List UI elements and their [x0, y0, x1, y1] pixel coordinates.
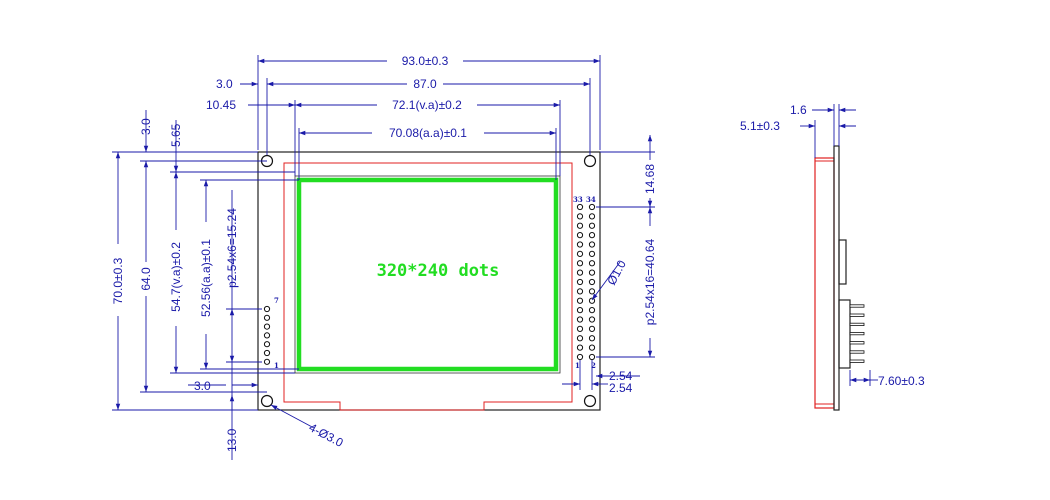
right-pin-hole: [588, 222, 596, 229]
dim-pitch-left: p2.54x6=15.24: [225, 208, 239, 288]
right-pin-hole: [588, 269, 596, 276]
front-view: 320*240 dots 7 1 33 34 1 2: [257, 151, 601, 411]
dim-aa-height: 52.56(a.a)±0.1: [199, 239, 213, 317]
right-pin-hole: [576, 241, 584, 248]
pin-label-2-right: 2: [591, 361, 596, 370]
right-pin-hole: [576, 278, 584, 286]
viewing-area-outline: [294, 175, 561, 374]
right-pin-hole: [588, 213, 596, 220]
right-pin-hole: [588, 297, 596, 304]
side-pin: [849, 322, 865, 327]
bezel-outline: [283, 162, 573, 411]
right-pin-hole: [588, 344, 596, 351]
right-pin-hole: [588, 203, 596, 211]
dim-side-thickness: 1.6: [790, 103, 807, 117]
left-pin-hole: [263, 305, 271, 313]
right-pin-hole: [576, 213, 584, 220]
pin-label-1-right: 1: [575, 361, 580, 370]
right-pin-hole: [588, 250, 596, 257]
right-pin-hole: [588, 288, 596, 295]
right-pin-hole: [588, 307, 596, 314]
dim-va-height: 54.7(v.a)±0.2: [169, 242, 183, 312]
dim-pitch-x: 2.54: [609, 381, 633, 395]
mount-hole-bottom-right: [583, 394, 597, 408]
left-pin-hole: [263, 332, 271, 339]
left-pin-hole: [263, 323, 271, 330]
pcb-outline: [257, 151, 601, 411]
dim-left-offset: 3.0: [216, 77, 233, 91]
dim-pitch-y: 2.54: [609, 369, 633, 383]
pin-label-1-left: 1: [274, 361, 279, 370]
side-pin: [849, 359, 865, 363]
dim-aa-width: 70.08(a.a)±0.1: [389, 126, 467, 140]
side-pin: [849, 313, 865, 317]
pin-label-34: 34: [586, 195, 596, 204]
right-pin-hole: [588, 278, 596, 286]
right-pin-hole: [576, 316, 584, 323]
right-pin-hole: [576, 260, 584, 267]
dim-pin-length: 7.60±0.3: [878, 374, 925, 388]
right-pin-hole: [576, 269, 584, 276]
right-pin-hole: [576, 307, 584, 314]
side-pin: [849, 304, 865, 308]
right-pin-hole: [588, 232, 596, 239]
dim-overall-height: 70.0±0.3: [111, 257, 125, 304]
side-connector: [838, 299, 851, 369]
side-view: 1.6 5.1±0.3 7.60±0.3: [740, 103, 925, 411]
dim-bottom-height: 13.0: [225, 428, 239, 452]
side-pins: [849, 304, 865, 363]
right-pin-hole: [588, 325, 596, 332]
side-pin: [849, 350, 865, 354]
pin-label-7-left: 7: [274, 296, 279, 305]
side-component: [838, 239, 847, 285]
left-pin-hole: [263, 349, 271, 357]
right-pin-hole: [576, 288, 584, 295]
dim-inner-height: 64.0: [139, 267, 153, 291]
right-pin-hole: [576, 203, 584, 211]
pin-label-33: 33: [573, 195, 583, 204]
right-pin-header: [576, 203, 596, 361]
right-pin-hole: [588, 335, 596, 342]
right-dimensions: 14.68 p2.54x16=40.64 Ø1.0 2.54 2.54: [562, 135, 658, 395]
right-pin-hole: [588, 260, 596, 267]
right-pin-hole: [576, 325, 584, 332]
dim-side-depth: 5.1±0.3: [740, 119, 780, 133]
right-pin-hole: [576, 222, 584, 229]
side-pcb: [833, 145, 840, 411]
dim-hole-diameter: Ø1.0: [604, 258, 629, 288]
right-pin-hole: [588, 241, 596, 248]
left-pin-hole: [263, 358, 271, 365]
dim-va-offset: 10.45: [206, 98, 236, 112]
active-area: [296, 177, 559, 372]
dim-right-top: 14.68: [643, 164, 657, 194]
left-pin-header: [263, 305, 271, 365]
right-pin-hole: [576, 335, 584, 342]
dim-mount-holes: 4-Ø3.0: [307, 420, 346, 450]
side-pin: [849, 331, 865, 336]
dim-pitch-right: p2.54x16=40.64: [643, 238, 657, 325]
dim-overall-width: 93.0±0.3: [402, 54, 449, 68]
dim-va-top-offset: 5.65: [169, 123, 183, 147]
dim-va-width: 72.1(v.a)±0.2: [392, 98, 462, 112]
right-pin-hole: [576, 353, 584, 361]
left-pin-hole: [263, 341, 271, 348]
right-pin-hole: [576, 232, 584, 239]
right-pin-hole: [588, 353, 596, 361]
dim-inner-width: 87.0: [413, 77, 437, 91]
side-bezel: [814, 157, 835, 409]
right-pin-hole: [576, 344, 584, 351]
right-pin-hole: [576, 250, 584, 257]
dim-top-offset: 3.0: [139, 118, 153, 135]
mount-hole-top-right: [583, 154, 597, 168]
right-pin-hole: [588, 316, 596, 323]
top-dimensions: 93.0±0.3 87.0 3.0 72.1(v.a)±0.2 10.45 70…: [206, 54, 601, 180]
right-pin-hole: [576, 297, 584, 304]
mount-hole-bottom-left: [260, 394, 274, 408]
dim-bottom-left-offset: 3.0: [194, 379, 211, 393]
left-pin-hole: [263, 314, 271, 321]
side-pin: [849, 341, 865, 345]
resolution-label: 320*240 dots: [377, 261, 500, 281]
